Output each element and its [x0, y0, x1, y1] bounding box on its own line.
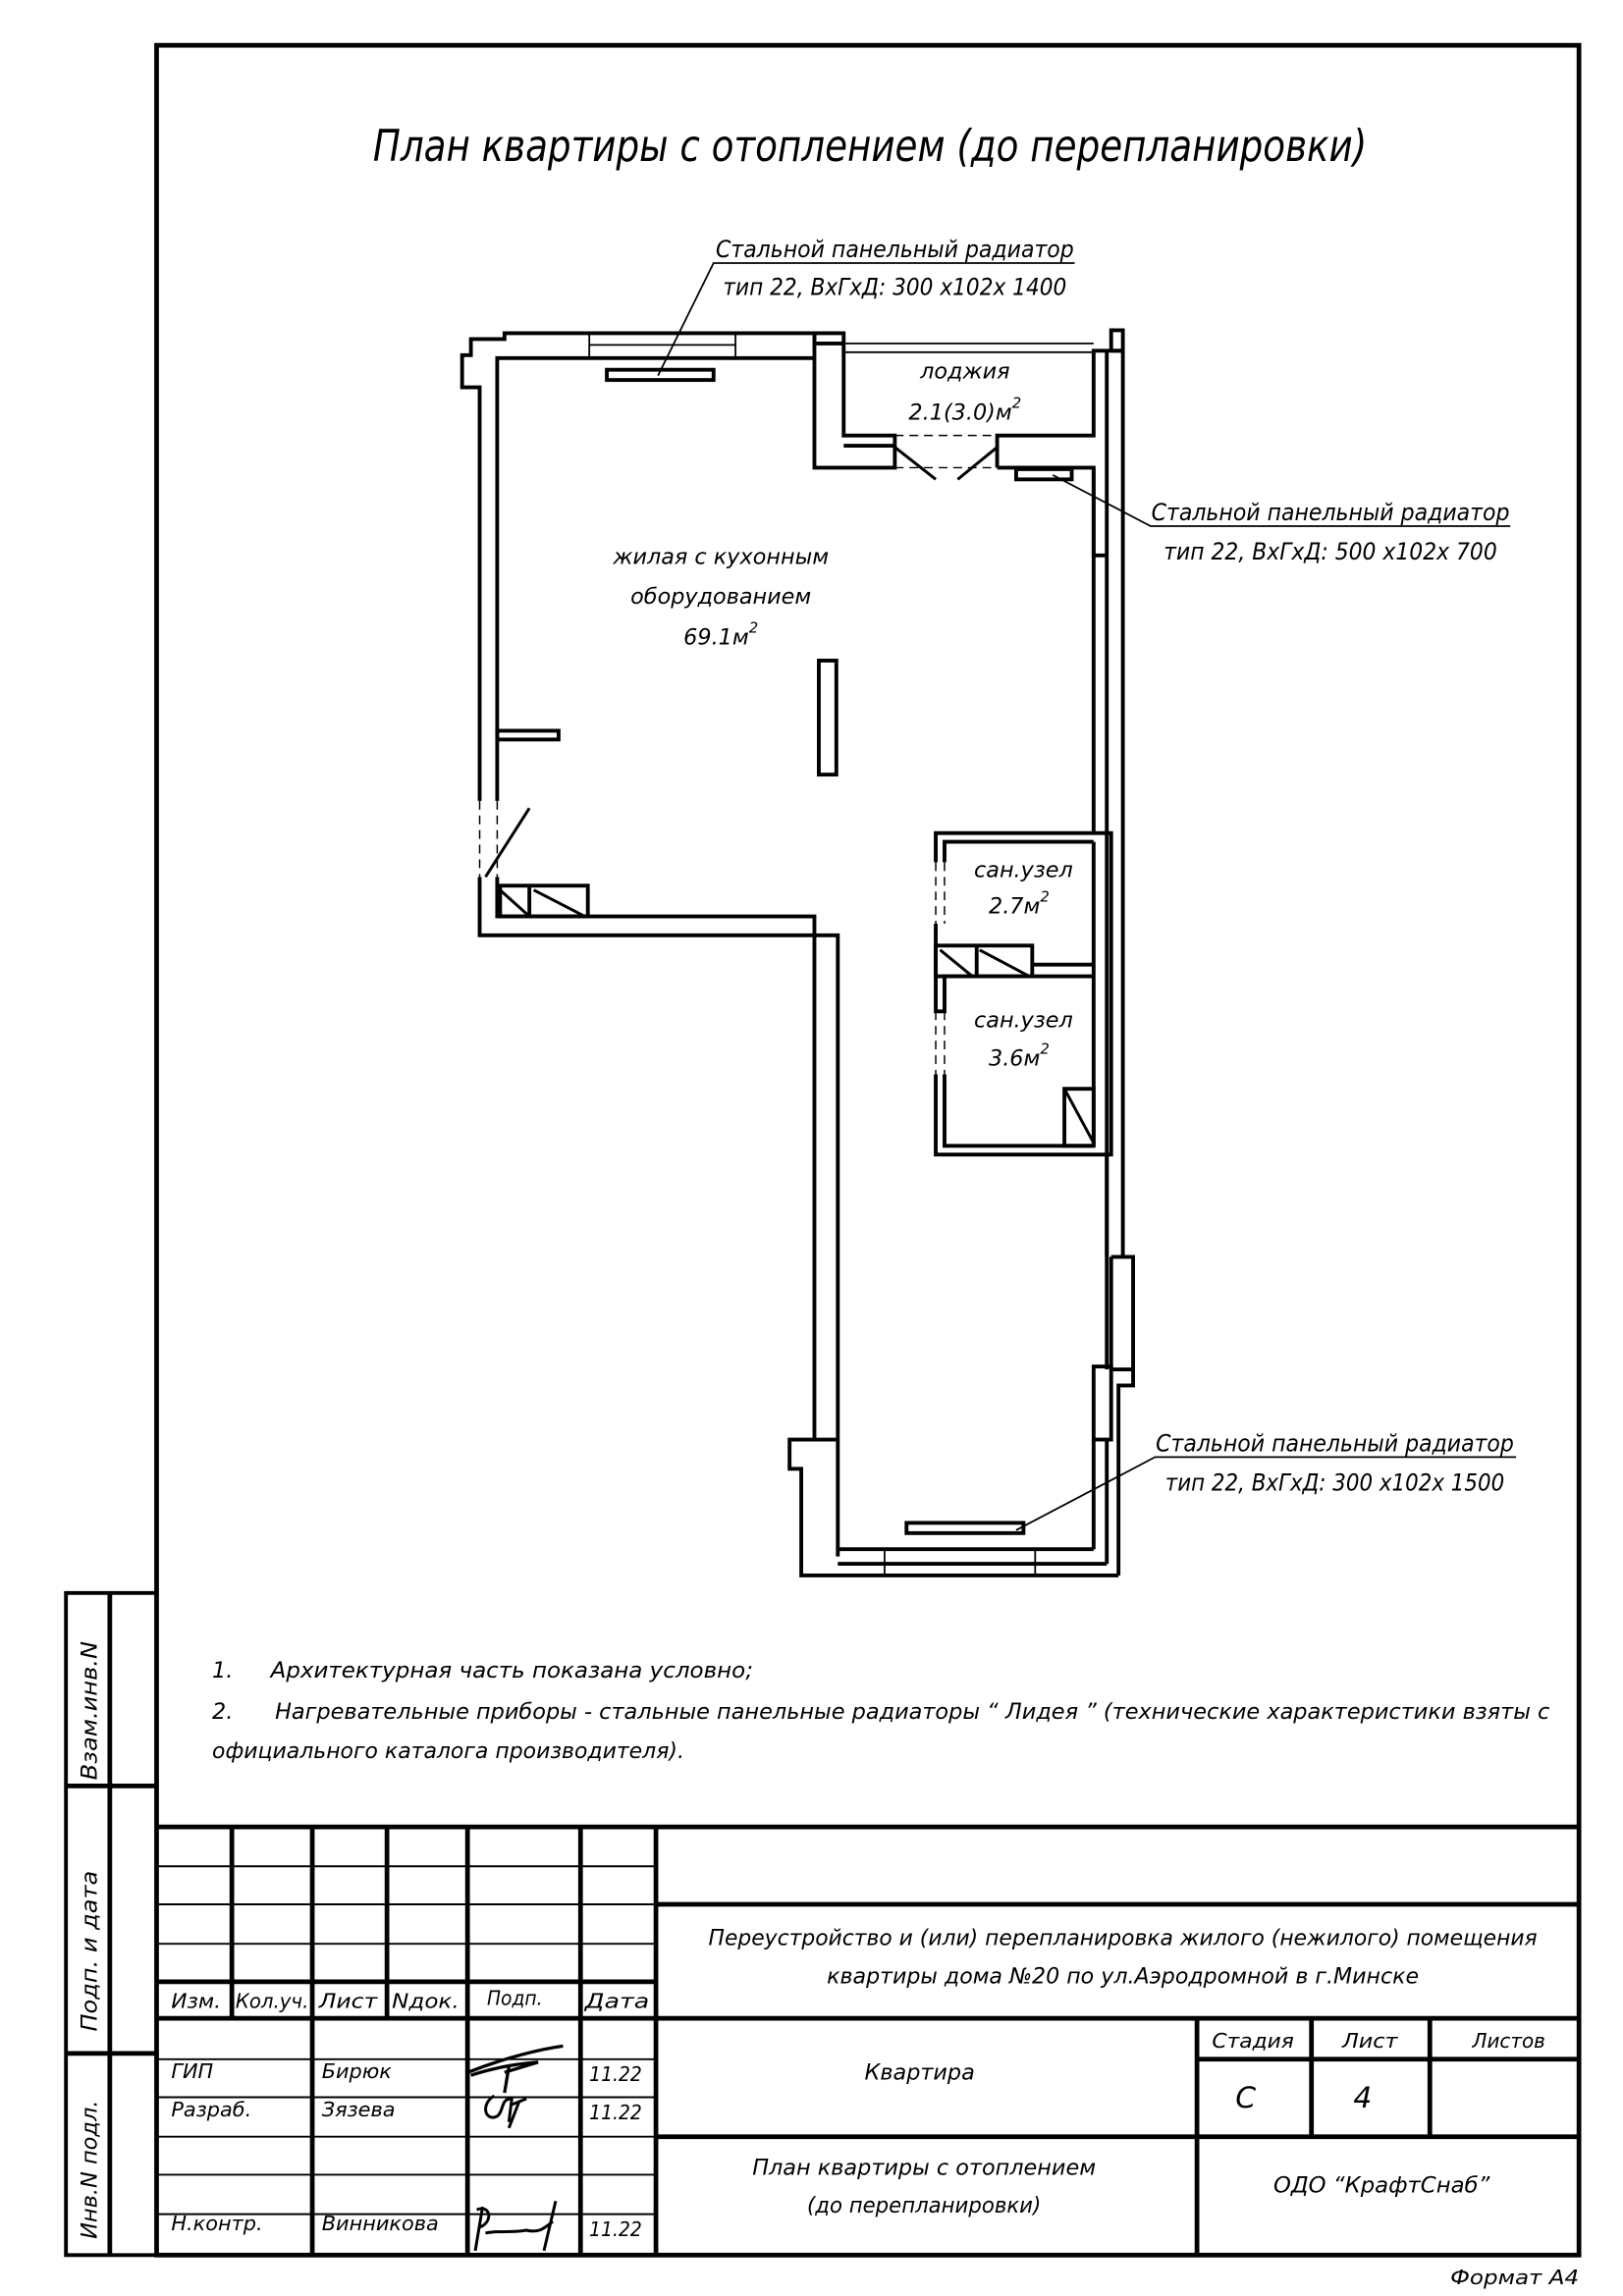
signer-2-date: 11.22: [589, 2101, 642, 2124]
signer-3-role: Н.контр.: [171, 2212, 262, 2235]
living-name-1: жилая с кухонным: [612, 545, 829, 570]
leader-line-2: [1052, 474, 1511, 527]
signer-1-name: Бирюк: [322, 2059, 393, 2083]
header-data: Дата: [584, 1990, 650, 2013]
title-block: [156, 1824, 1580, 2256]
drawing-title-line-2: (до перепланировки): [807, 2193, 1041, 2218]
signature-2: [484, 2094, 527, 2129]
radiator-1-spec: тип 22, ВхГхД: 300 х102х 1400: [723, 274, 1066, 301]
note-2-num: 2.: [212, 1699, 233, 1725]
sheet-label: Лист: [1341, 2029, 1399, 2053]
living-area: 69.1м2: [683, 619, 758, 651]
signer-2-role: Разраб.: [171, 2098, 251, 2121]
drawing-title-line-1: План квартиры с отоплением: [752, 2155, 1096, 2180]
note-2-text: Нагревательные приборы - стальные панель…: [275, 1699, 1549, 1725]
signer-3-date: 11.22: [589, 2217, 642, 2241]
project-title-line-1: Переустройство и (или) перепланировка жи…: [709, 1926, 1538, 1951]
signer-2-name: Зязева: [322, 2098, 396, 2121]
sheet-value: 4: [1353, 2081, 1372, 2115]
header-list: Лист: [318, 1990, 379, 2013]
object-name: Квартира: [865, 2060, 975, 2086]
radiator-1-label: Стальной панельный радиатор: [716, 236, 1074, 263]
bath2-name: сан.узел: [974, 1008, 1073, 1034]
living-name-2: оборудованием: [630, 584, 811, 610]
header-ndok: Nдок.: [392, 1990, 459, 2013]
bath1-area: 2.7м2: [989, 888, 1050, 920]
radiator-3-spec: тип 22, ВхГхД: 300 х102х 1500: [1165, 1469, 1504, 1497]
side-podp-label: Подп. и дата: [77, 1871, 102, 2032]
note-1-num: 1.: [212, 1658, 233, 1683]
leader-line-1: [657, 262, 1075, 377]
signer-1-role: ГИП: [171, 2059, 213, 2083]
sheets-label: Листов: [1472, 2029, 1545, 2053]
signature-3: [473, 2200, 558, 2252]
radiator-3-label: Стальной панельный радиатор: [1156, 1429, 1514, 1457]
radiator-3: [904, 1521, 1026, 1535]
signer-3-name: Винникова: [322, 2212, 439, 2235]
side-vzam-label: Взам.инв.N: [77, 1641, 102, 1781]
project-title-line-2: квартиры дома №20 по ул.Аэродромной в г.…: [827, 1963, 1419, 1989]
loggia-area: 2.1(3.0)м2: [908, 394, 1021, 425]
note-1-text: Архитектурная часть показана условно;: [269, 1658, 753, 1683]
stage-value: С: [1235, 2081, 1256, 2115]
side-strip: Взам.инв.N Подп. и дата Инв.N подл.: [64, 1590, 157, 2258]
bath1-name: сан.узел: [974, 857, 1073, 882]
signature-1: [467, 2044, 564, 2094]
header-kol-uch: Кол.уч.: [236, 1990, 308, 2013]
header-izm: Изм.: [171, 1990, 221, 2013]
radiator-2-spec: тип 22, ВхГхД: 500 х102х 700: [1163, 538, 1496, 565]
company-name: ОДО “КрафтСнаб”: [1273, 2172, 1490, 2198]
leader-line-3: [1015, 1456, 1517, 1531]
radiator-2: [1014, 466, 1074, 482]
side-inv-label: Инв.N подл.: [77, 2100, 102, 2238]
note-2-cont: официального каталога производителя).: [212, 1738, 684, 1764]
header-podp: Подп.: [487, 1987, 543, 2010]
sheet-frame: [154, 42, 1582, 2258]
format-label: Формат А4: [1450, 2266, 1579, 2289]
radiator-2-label: Стальной панельный радиатор: [1152, 499, 1510, 526]
bath2-area: 3.6м2: [989, 1040, 1050, 1071]
loggia-name: лоджия: [919, 359, 1009, 385]
stage-label: Стадия: [1212, 2029, 1293, 2053]
page-title: План квартиры с отоплением (до переплани…: [373, 121, 1367, 172]
floor-plan: [460, 328, 1135, 1577]
signer-1-date: 11.22: [589, 2062, 642, 2086]
